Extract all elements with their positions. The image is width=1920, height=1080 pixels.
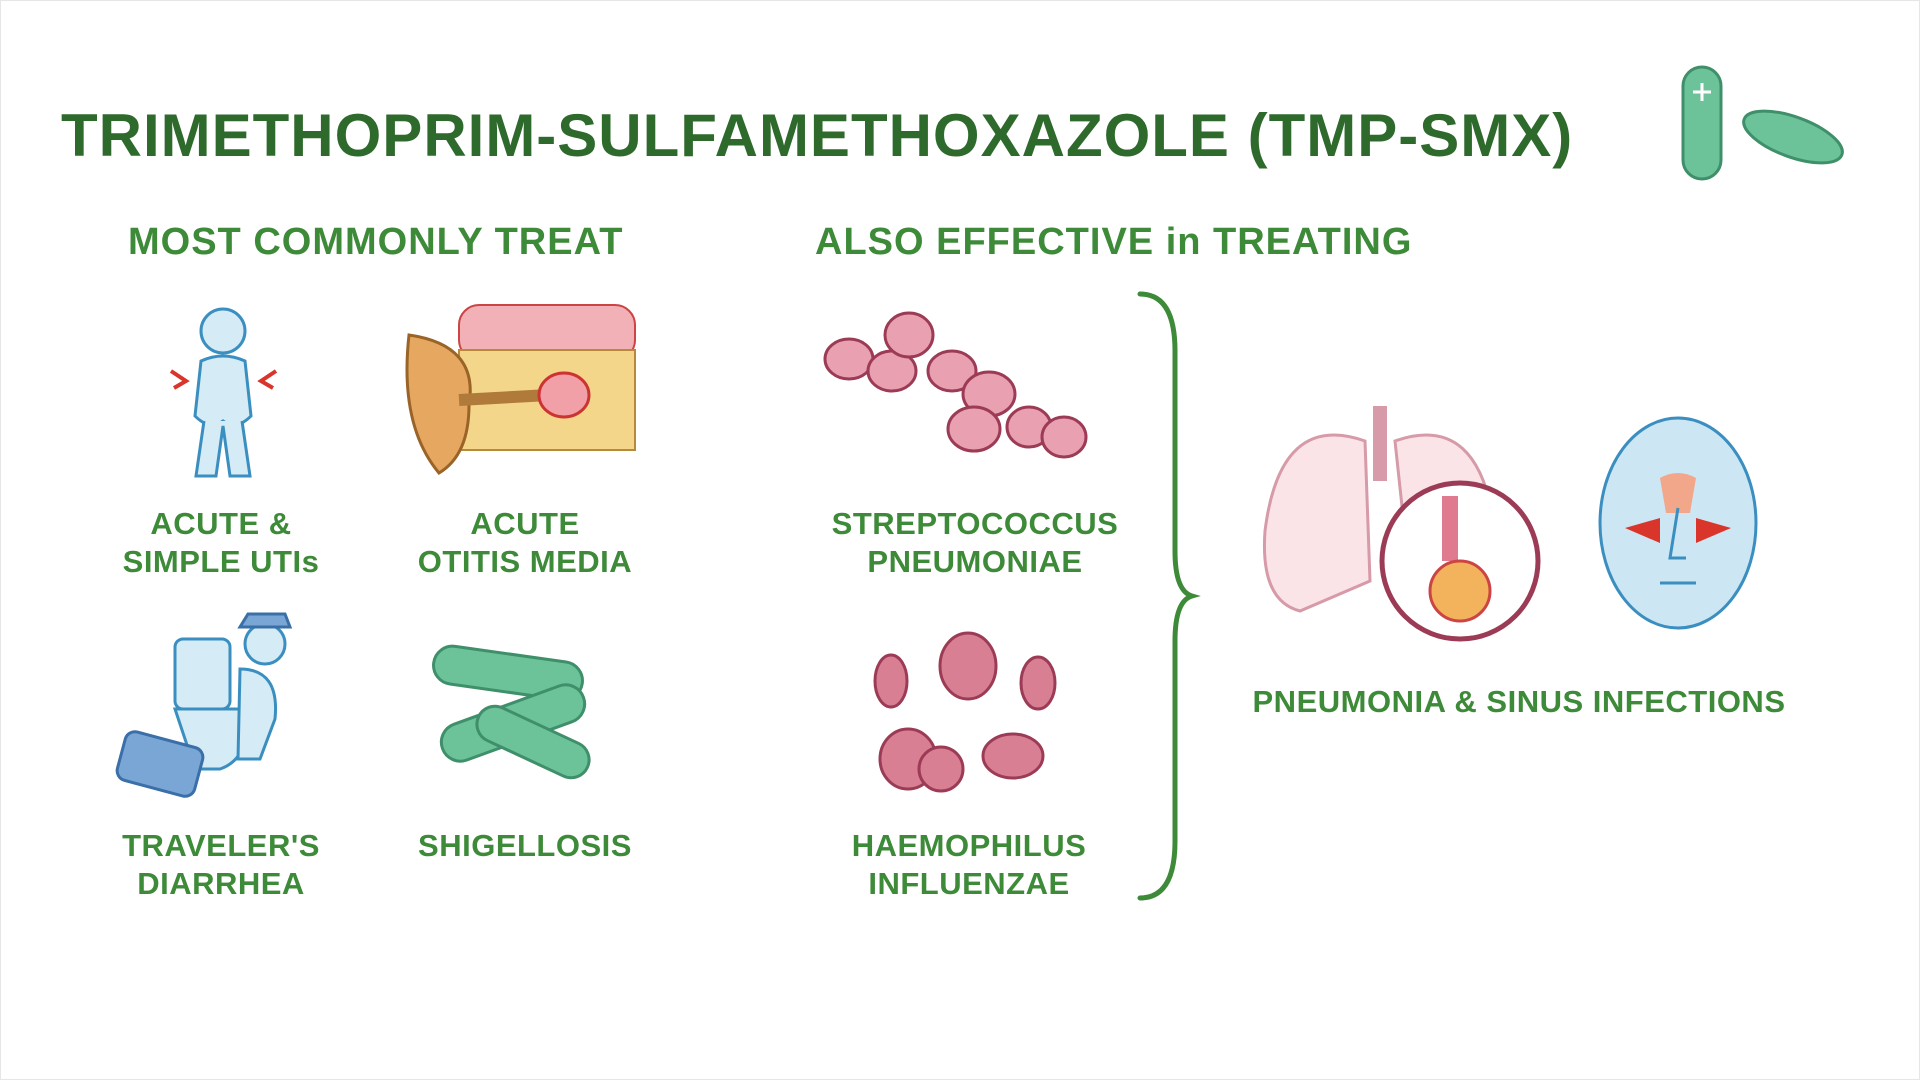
person-urinary-pain-icon [169, 307, 278, 478]
streptococcus-chain-icon [823, 311, 1088, 459]
ear-cross-section-icon [405, 304, 636, 475]
heading-also-effective: ALSO EFFECTIVE in TREATING [815, 221, 1413, 263]
face-sinus-icon [1598, 416, 1758, 630]
shigella-bacteria-icon [432, 644, 591, 780]
label-pneumonia-sinus-infections: PNEUMONIA & SINUS INFECTIONS [1252, 684, 1786, 719]
curly-brace [1137, 291, 1201, 901]
haemophilus-bacteria-icon [873, 631, 1057, 793]
traveler-toilet-icon [115, 612, 293, 798]
label-utis: ACUTE &SIMPLE UTIs [122, 506, 320, 579]
heading-most-commonly-treat: MOST COMMONLY TREAT [128, 221, 624, 263]
page-title: TRIMETHOPRIM-SULFAMETHOXAZOLE (TMP-SMX) [61, 102, 1574, 169]
bacteria-mascot-icon [1681, 65, 1844, 181]
label-shigellosis: SHIGELLOSIS [418, 828, 632, 863]
lungs-alveoli-icon [1262, 406, 1541, 642]
